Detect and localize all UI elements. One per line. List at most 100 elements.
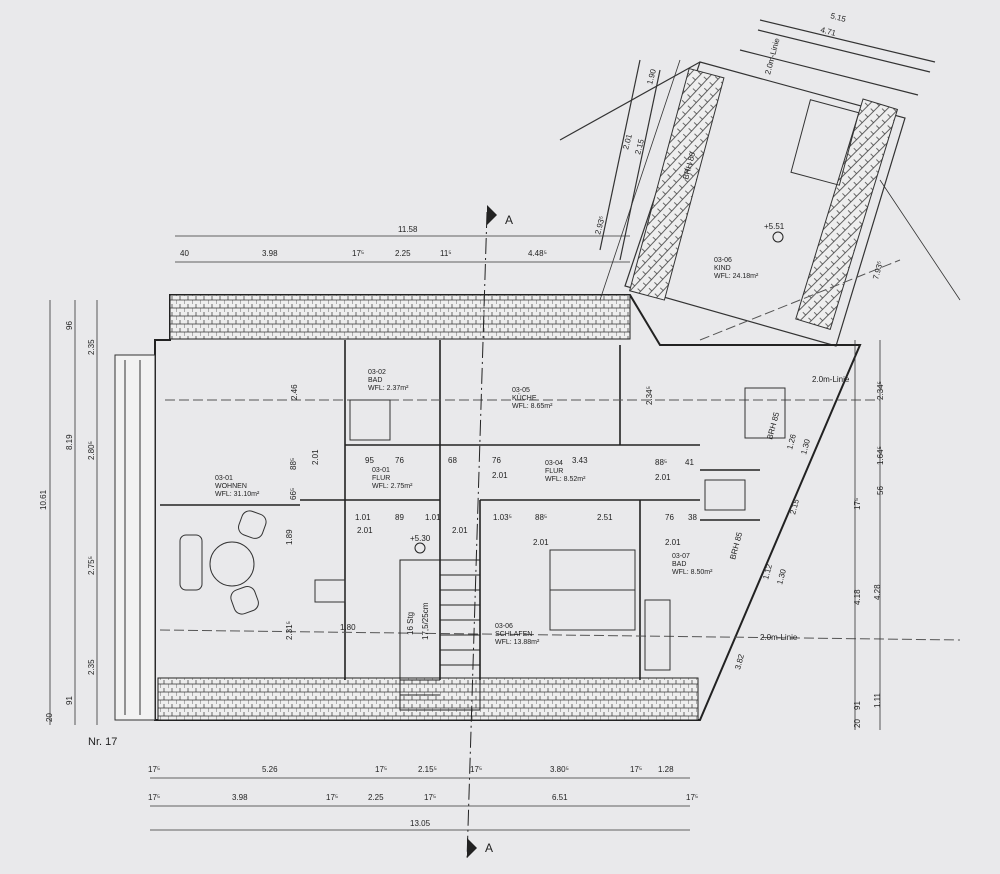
main-walls (154, 294, 862, 721)
svg-text:BAD: BAD (672, 561, 686, 568)
elevation-marker-1 (414, 542, 426, 554)
room-label-kueche: 03-05 KÜCHE WFL: 8.65m² (512, 387, 553, 410)
dim-95: 95 (365, 456, 374, 465)
elevation-marker-2 (772, 231, 784, 243)
dim-126: 1.26 (785, 433, 798, 451)
dim-b1-7: 17⁵ (630, 765, 642, 774)
svg-text:WFL: 2.75m²: WFL: 2.75m² (372, 483, 413, 490)
dim-b1-1: 17⁵ (148, 765, 160, 774)
dim-top-2: 3.98 (262, 249, 278, 258)
dim-66: 66⁵ (289, 488, 298, 500)
dim-bottom-total: 13.05 (410, 819, 431, 828)
dim-471: 4.71 (819, 25, 837, 38)
svg-text:FLUR: FLUR (372, 475, 390, 482)
dim-l-9: 20 (45, 713, 54, 722)
dim-top-total: 11.58 (398, 225, 418, 234)
dim-l-6: 96 (65, 321, 74, 330)
dim-215: 2.15 (788, 498, 801, 516)
dim-b2-5: 17⁵ (424, 793, 436, 802)
brh-3: BRH 85 (728, 531, 744, 561)
dim-251: 2.51 (597, 513, 613, 522)
roof-bottom (157, 677, 699, 721)
dim-130-b: 1.30 (775, 568, 788, 586)
svg-text:03-04: 03-04 (545, 460, 563, 467)
section-arrow-top (487, 205, 497, 225)
dim-201-d: 2.01 (492, 471, 508, 480)
stair-ratio: 17,5/25cm (421, 602, 430, 640)
svg-text:WOHNEN: WOHNEN (215, 483, 247, 490)
dim-201-b: 2.01 (357, 526, 373, 535)
brh-2: BRH 85 (765, 411, 781, 441)
dim-b1-3: 17⁵ (375, 765, 387, 774)
dim-r-3: 1.11 (873, 692, 882, 708)
dim-b2-3: 17⁵ (326, 793, 338, 802)
wing-roof-right (795, 98, 899, 331)
dimension-lines (49, 59, 961, 831)
dim-38: 38 (688, 513, 697, 522)
furniture (179, 387, 786, 671)
svg-text:03-01: 03-01 (372, 467, 390, 474)
elevation-2: +5.51 (764, 222, 785, 231)
section-arrow-bottom (467, 838, 477, 858)
dim-793: 7.93⁵ (871, 260, 885, 281)
dim-190: 1.90 (645, 68, 658, 86)
dim-189: 1.89 (285, 529, 294, 545)
plan-title: Nr. 17 (88, 736, 117, 748)
dim-r-8: 56 (876, 486, 885, 495)
dim-r-1: 4.18 (853, 589, 862, 605)
dim-201-a: 2.01 (311, 449, 320, 465)
room-label-wohnen: 03-01 WOHNEN WFL: 31.10m² (215, 475, 260, 498)
dim-180: 1.80 (340, 623, 356, 632)
dim-top-5: 11⁵ (440, 249, 452, 258)
svg-text:WFL: 31.10m²: WFL: 31.10m² (215, 491, 260, 498)
section-label-bottom: A (485, 841, 493, 855)
dim-234: 2.34⁵ (645, 386, 654, 405)
dim-b1-6: 3.80⁵ (550, 765, 569, 774)
svg-text:03-01: 03-01 (215, 475, 233, 482)
dim-201-f: 2.01 (533, 538, 549, 547)
dim-343: 3.43 (572, 456, 588, 465)
dim-41: 41 (685, 458, 694, 467)
dim-201-h: 2.01 (621, 133, 634, 151)
dim-88: 88⁵ (289, 458, 298, 470)
dim-101-b: 1.01 (425, 513, 441, 522)
room-label-bad-1: 03-02 BAD WFL: 2.37m² (368, 369, 409, 392)
dim-88-c: 88⁵ (535, 513, 547, 522)
dim-l-8: 91 (65, 696, 74, 705)
room-label-bad-2: 03-07 BAD WFL: 8.50m² (672, 553, 713, 576)
dim-201-g: 2.01 (665, 538, 681, 547)
dim-112: 1.12 (761, 563, 774, 581)
dim-103: 1.03⁵ (493, 513, 512, 522)
dim-515: 5.15 (829, 11, 847, 24)
dim-l-4: 2.75⁵ (87, 556, 96, 575)
dim-top-6: 4.48⁵ (528, 249, 547, 258)
dim-b1-8: 1.28 (658, 765, 674, 774)
svg-text:03-06: 03-06 (714, 257, 732, 264)
dim-101-a: 1.01 (355, 513, 371, 522)
svg-text:03-05: 03-05 (512, 387, 530, 394)
two-meter-line (159, 259, 961, 641)
svg-text:03-06: 03-06 (495, 623, 513, 630)
dim-l-2: 8.19 (65, 434, 74, 450)
dim-382: 3.82 (733, 653, 746, 671)
dim-b2-1: 17⁵ (148, 793, 160, 802)
dim-88-b: 88⁵ (655, 458, 667, 467)
room-label-schlafen: 03-06 SCHLAFEN WFL: 13.88m² (495, 623, 540, 646)
svg-text:WFL: 2.37m²: WFL: 2.37m² (368, 385, 409, 392)
svg-text:WFL: 13.88m²: WFL: 13.88m² (495, 639, 540, 646)
dim-231: 2.31⁵ (285, 621, 294, 640)
stair-steps: 16 Stg (406, 612, 415, 635)
dim-76-c: 76 (665, 513, 674, 522)
dim-68: 68 (448, 456, 457, 465)
dim-top-4: 2.25 (395, 249, 411, 258)
dim-201-e: 2.01 (655, 473, 671, 482)
dim-215-b: 2.15 (633, 138, 646, 156)
svg-text:KIND: KIND (714, 265, 731, 272)
room-label-flur-2: 03-04 FLUR WFL: 8.52m² (545, 460, 586, 483)
dim-b2-7: 17⁵ (686, 793, 698, 802)
room-label-kind: 03-06 KIND WFL: 24.18m² (714, 257, 759, 280)
svg-text:WFL: 8.52m²: WFL: 8.52m² (545, 476, 586, 483)
dim-130: 1.30 (799, 438, 812, 456)
dim-b1-4: 2.15⁵ (418, 765, 437, 774)
